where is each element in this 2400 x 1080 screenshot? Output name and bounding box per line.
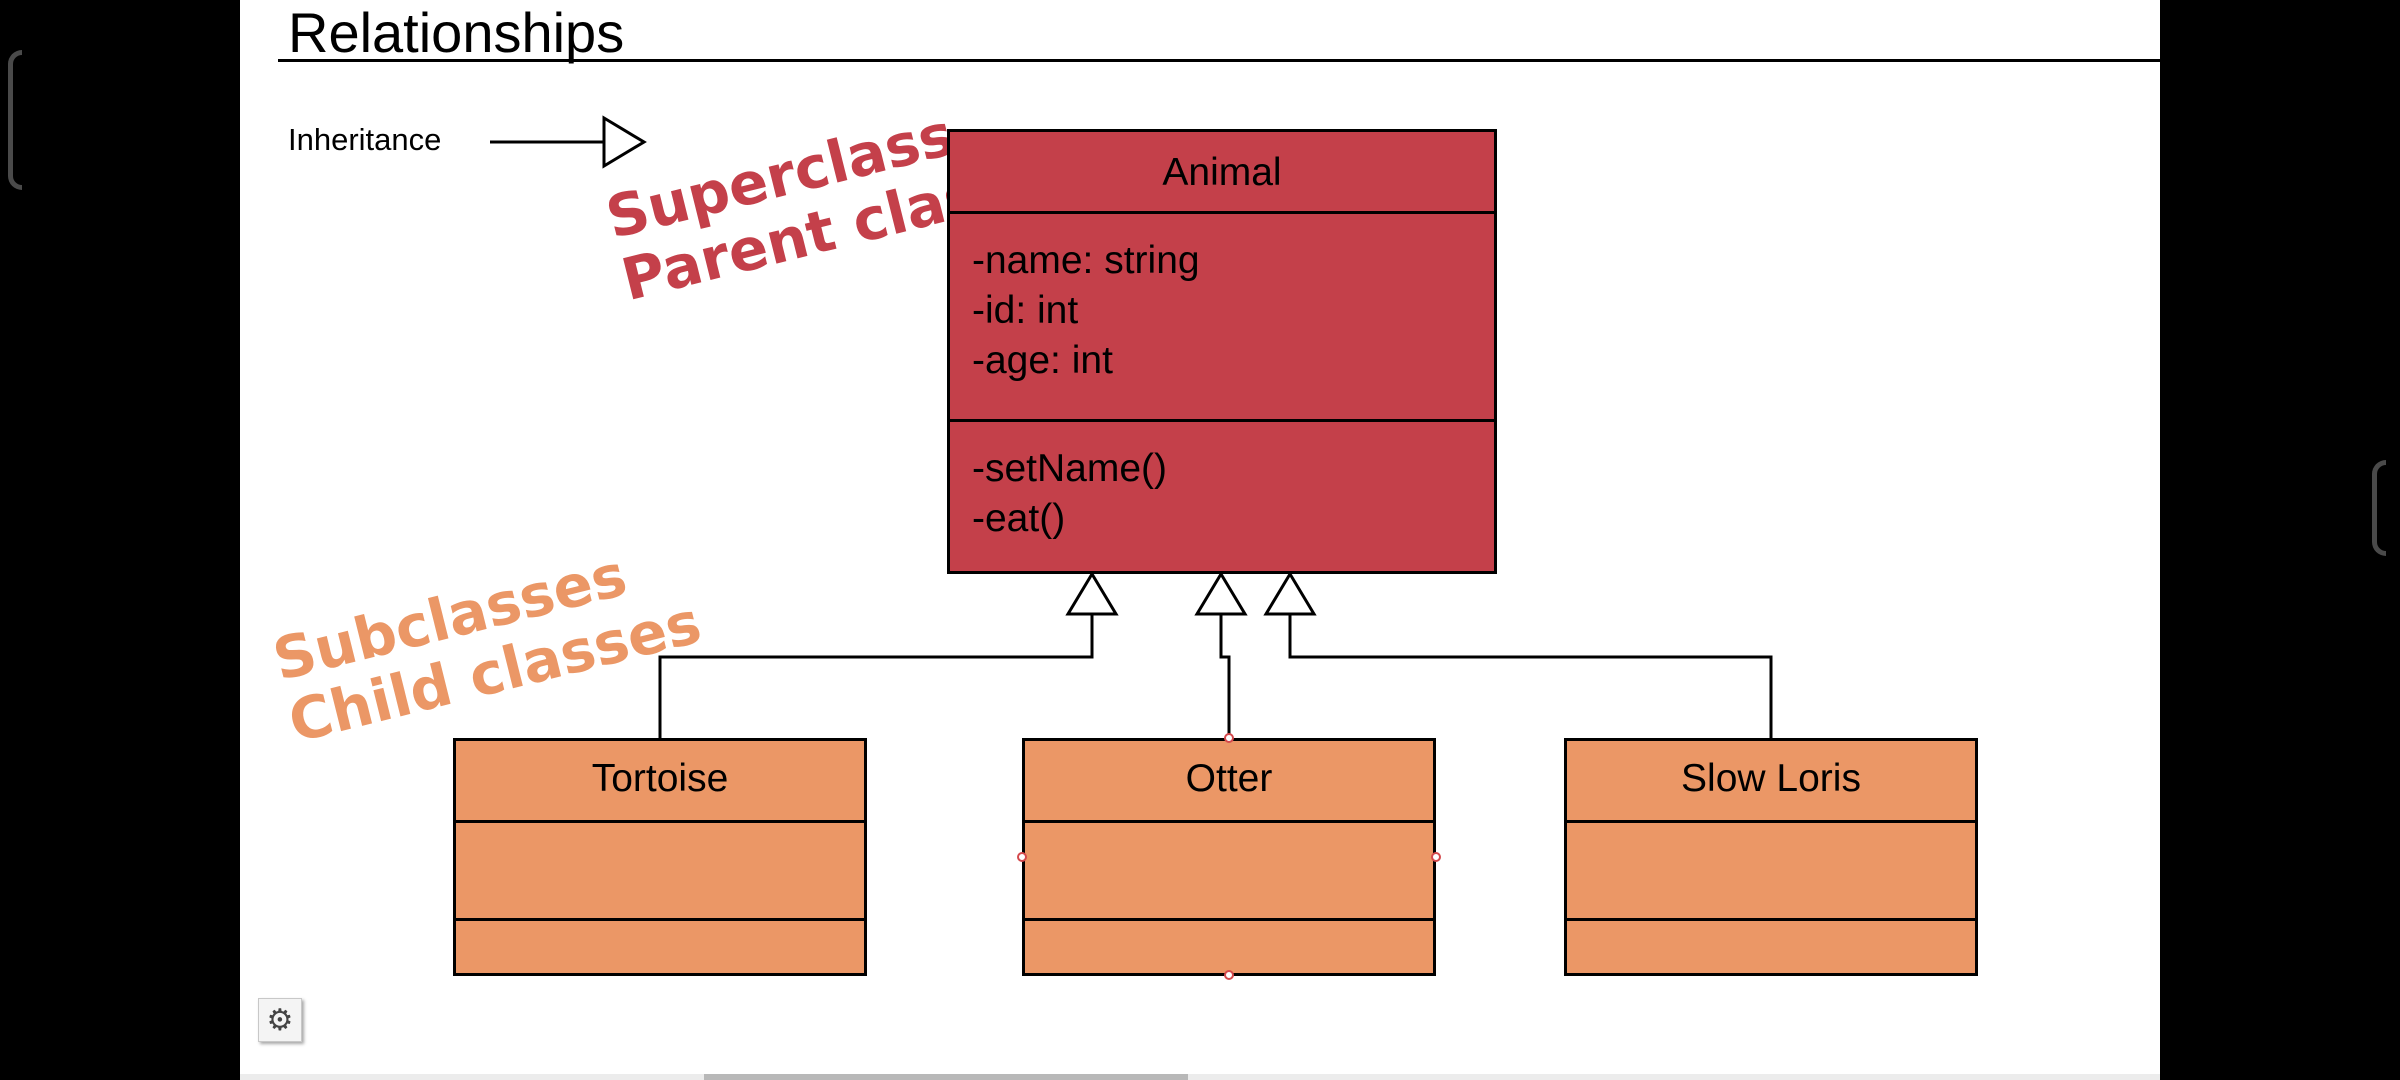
class-name: Tortoise xyxy=(591,757,729,800)
class-name: Otter xyxy=(1185,757,1273,800)
resize-handle-left[interactable] xyxy=(1017,852,1027,862)
class-box-otter[interactable]: Otter xyxy=(1022,738,1436,976)
slide-title: Relationships xyxy=(288,1,625,64)
methods-section xyxy=(1025,921,1433,973)
class-box-animal[interactable]: Animal -name: string -id: int -age: int … xyxy=(947,129,1497,574)
inheritance-arrowhead xyxy=(1263,571,1317,616)
attributes-section xyxy=(1567,823,1975,921)
class-name: Animal xyxy=(1162,151,1282,194)
legend-inheritance-label: Inheritance xyxy=(288,122,442,157)
resize-handle-top[interactable] xyxy=(1224,733,1234,743)
slide-canvas: Relationships Inheritance Superclass Par… xyxy=(240,0,2160,1080)
class-name-section: Otter xyxy=(1025,741,1433,823)
horizontal-scrollbar[interactable] xyxy=(240,1074,2160,1080)
methods-section: -setName() -eat() xyxy=(950,422,1494,571)
attributes-section xyxy=(1025,823,1433,921)
title-underline xyxy=(278,59,2160,62)
connector-otter xyxy=(1219,614,1231,738)
connector-tortoise xyxy=(658,614,1094,738)
method-row: -setName() xyxy=(972,447,1168,490)
connector-loris xyxy=(1288,614,1773,738)
window-edge-bracket-right xyxy=(2372,460,2386,556)
window-edge-bracket-left xyxy=(8,50,22,190)
scrollbar-thumb[interactable] xyxy=(704,1074,1188,1080)
attribute-row: -name: string xyxy=(972,239,1200,282)
resize-handle-bottom[interactable] xyxy=(1224,970,1234,980)
method-row: -eat() xyxy=(972,497,1066,540)
class-box-slow-loris[interactable]: Slow Loris xyxy=(1564,738,1978,976)
gear-icon: ⚙ xyxy=(266,1002,294,1038)
resize-handle-right[interactable] xyxy=(1431,852,1441,862)
attribute-row: -age: int xyxy=(972,339,1113,382)
inheritance-connectors xyxy=(658,571,1773,738)
class-name: Slow Loris xyxy=(1681,757,1861,800)
inheritance-arrow-icon xyxy=(490,115,647,169)
attributes-section: -name: string -id: int -age: int xyxy=(950,214,1494,422)
settings-button[interactable]: ⚙ xyxy=(258,998,302,1042)
class-name-section: Animal xyxy=(950,132,1494,214)
class-box-tortoise[interactable]: Tortoise xyxy=(453,738,867,976)
class-name-section: Tortoise xyxy=(456,741,864,823)
methods-section xyxy=(456,921,864,973)
inheritance-arrowhead xyxy=(1065,571,1119,616)
attribute-row: -id: int xyxy=(972,289,1079,332)
attributes-section xyxy=(456,823,864,921)
class-name-section: Slow Loris xyxy=(1567,741,1975,823)
inheritance-arrowhead xyxy=(1194,571,1248,616)
methods-section xyxy=(1567,921,1975,973)
